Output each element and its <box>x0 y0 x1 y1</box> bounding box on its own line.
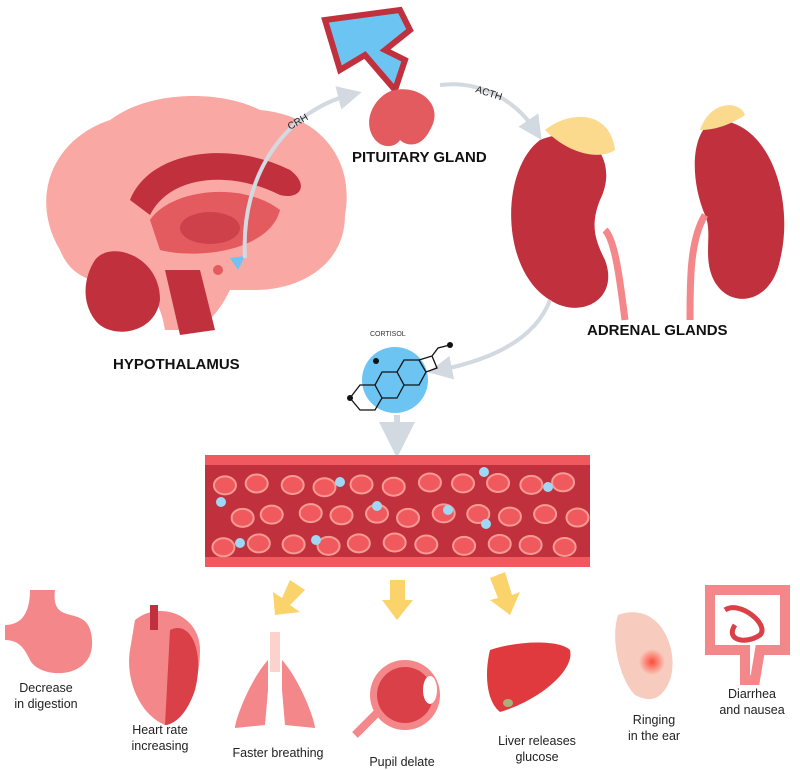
red-blood-cell <box>259 504 284 525</box>
arrow-center <box>382 580 413 620</box>
red-blood-cell <box>551 472 576 493</box>
red-blood-cell <box>487 533 512 554</box>
red-blood-cell <box>452 535 477 556</box>
red-blood-cell <box>519 474 544 495</box>
red-blood-cell <box>552 537 577 558</box>
cortisol-particle <box>479 467 489 477</box>
red-blood-cell <box>382 532 407 553</box>
brain-illustration <box>46 96 347 335</box>
caption-eye: Pupil delate <box>369 755 434 769</box>
hypothalamus-label: HYPOTHALAMUS <box>113 356 240 373</box>
caption-digestion-2: in digestion <box>14 697 77 711</box>
cortisol-particle <box>335 477 345 487</box>
acth-label: ACTH <box>474 84 503 103</box>
pituitary-illustration <box>321 6 435 147</box>
blood-vessel <box>205 455 590 567</box>
red-blood-cell <box>417 472 442 493</box>
cortisol-particle <box>235 538 245 548</box>
caption-liver-2: glucose <box>515 750 558 764</box>
lungs-icon <box>235 632 315 728</box>
red-blood-cell <box>533 504 558 525</box>
caption-ear-2: in the ear <box>628 729 680 743</box>
red-blood-cell <box>518 534 543 555</box>
red-blood-cell <box>486 472 511 493</box>
arrow-right <box>490 572 520 615</box>
cortisol-arrow <box>428 299 552 380</box>
arrow-left <box>273 580 305 615</box>
red-blood-cell <box>565 507 590 528</box>
eye-icon <box>352 660 440 738</box>
caption-ear-1: Ringing <box>633 713 675 727</box>
red-blood-cell <box>212 475 237 496</box>
red-blood-cell <box>329 505 354 526</box>
caption-lungs: Faster breathing <box>232 746 323 760</box>
caption-intestine-1: Diarrhea <box>728 687 776 701</box>
red-blood-cell <box>246 533 271 554</box>
red-blood-cell <box>211 537 236 558</box>
stomach-icon <box>5 590 93 674</box>
liver-icon <box>487 642 571 712</box>
cortisol-particle <box>216 497 226 507</box>
red-blood-cell <box>346 533 371 554</box>
caption-liver-1: Liver releases <box>498 734 576 748</box>
caption-digestion-1: Decrease <box>19 681 73 695</box>
cortisol-particle <box>443 505 453 515</box>
red-blood-cell <box>396 507 421 528</box>
cortisol-particle <box>372 501 382 511</box>
red-blood-cell <box>381 476 406 497</box>
effect-captions: Decrease in digestion Heart rate increas… <box>14 681 784 769</box>
ear-icon <box>615 612 673 700</box>
red-blood-cell <box>280 475 305 496</box>
pituitary-label: PITUITARY GLAND <box>352 149 487 166</box>
cortisol-molecule <box>347 342 453 413</box>
cortisol-label: CORTISOL <box>370 331 406 338</box>
intestines-icon <box>705 585 790 685</box>
red-blood-cell <box>298 503 323 524</box>
acth-arrow <box>439 82 542 140</box>
red-blood-cell <box>230 507 255 528</box>
red-blood-cell <box>466 503 491 524</box>
red-blood-cell <box>349 474 374 495</box>
caption-heart-2: increasing <box>132 739 189 753</box>
adrenal-label: ADRENAL GLANDS <box>587 322 728 339</box>
cortisol-particle <box>311 535 321 545</box>
cortisol-particle <box>543 482 553 492</box>
caption-intestine-2: and nausea <box>719 703 784 717</box>
adrenal-glands-illustration <box>511 105 785 321</box>
red-blood-cell <box>450 473 475 494</box>
caption-heart-1: Heart rate <box>132 723 188 737</box>
red-blood-cell <box>312 477 337 498</box>
red-blood-cell <box>497 506 522 527</box>
red-blood-cell <box>316 535 341 556</box>
heart-icon <box>129 605 200 725</box>
cortisol-particle <box>481 519 491 529</box>
effect-arrows <box>273 572 520 620</box>
red-blood-cell <box>281 534 306 555</box>
crh-arrow <box>242 86 362 259</box>
red-blood-cell <box>414 534 439 555</box>
red-blood-cell <box>244 473 269 494</box>
